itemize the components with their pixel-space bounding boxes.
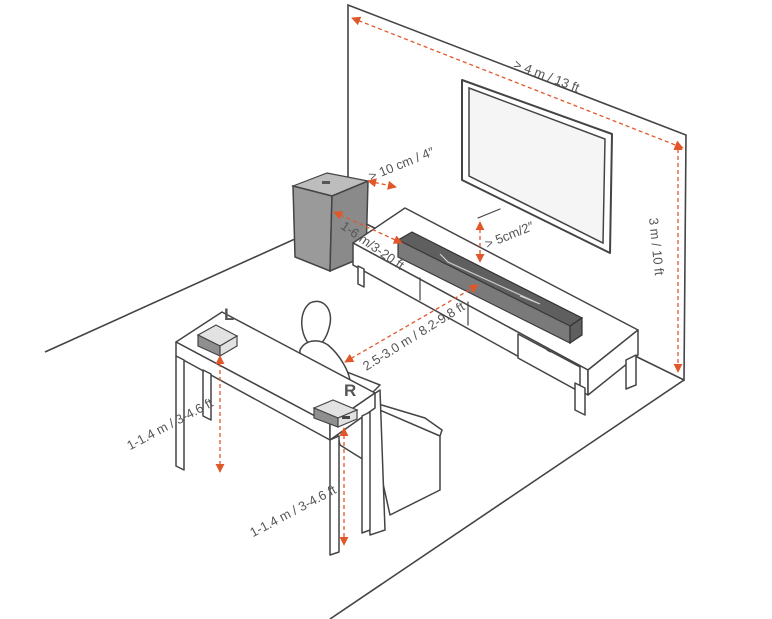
- right-speaker-label: R: [344, 381, 356, 400]
- soundbar: [396, 231, 584, 345]
- left-height-label: 1-1.4 m / 3-4.6 ft: [124, 395, 216, 453]
- wall-width-line: [351, 16, 684, 150]
- sub-gap-line: [367, 178, 397, 190]
- listener-distance-label: 2.5-3.0 m / 8.2-9.8 ft: [360, 299, 468, 374]
- right-height-label: 1-1.4 m / 3-4.6 ft: [247, 482, 339, 540]
- right-speaker: [312, 399, 359, 428]
- left-speaker-label: L: [224, 305, 234, 324]
- right-floor-edge: [329, 379, 685, 619]
- listener-distance-line: [344, 284, 479, 363]
- sub-soundbar-line: [333, 211, 403, 244]
- wall-height-label: 3 m / 10 ft: [646, 217, 667, 276]
